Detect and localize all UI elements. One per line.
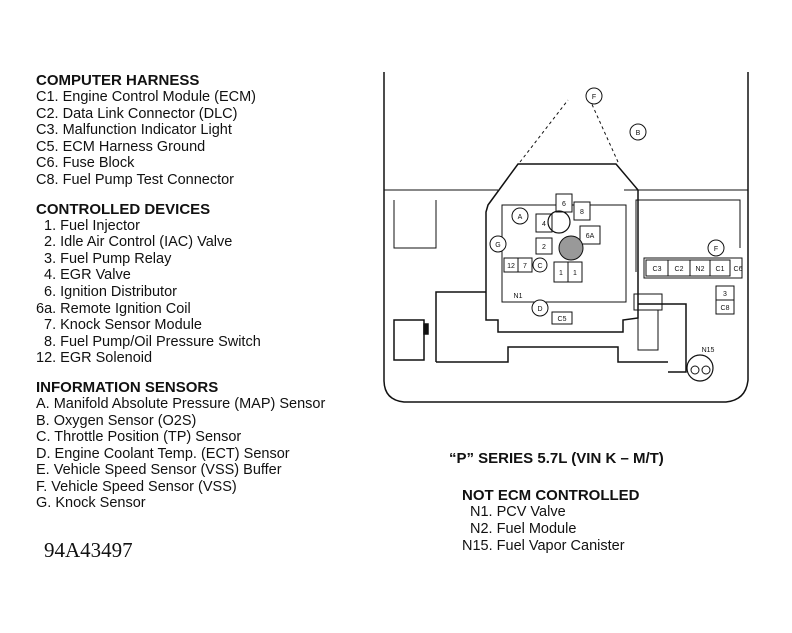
- label-6: 6: [562, 201, 566, 208]
- list-item: 7. Knock Sensor Module: [44, 317, 202, 334]
- list-item: G. Knock Sensor: [36, 495, 146, 512]
- label-8: 8: [580, 209, 584, 216]
- figure-id: 94A43497: [44, 538, 133, 562]
- label-2: 2: [542, 244, 546, 251]
- label-4: 4: [542, 221, 546, 228]
- list-item: 6. Ignition Distributor: [44, 283, 177, 300]
- list-item: 8. Fuel Pump/Oil Pressure Switch: [44, 333, 261, 350]
- label-C2: C2: [675, 266, 684, 273]
- list-item: C6. Fuse Block: [36, 155, 135, 172]
- marker-F-top: F: [592, 94, 596, 101]
- list-item: 4. EGR Valve: [44, 267, 131, 284]
- list-item: 6a. Remote Ignition Coil: [36, 300, 191, 317]
- ignition-distributor: [547, 210, 571, 234]
- label-1b: 1: [573, 270, 577, 277]
- fuse-block: [643, 257, 743, 279]
- list-item: D. Engine Coolant Temp. (ECT) Sensor: [36, 445, 290, 462]
- throttle-body: [558, 235, 584, 261]
- exhaust-pipe: [637, 309, 659, 351]
- marker-B: B: [636, 130, 641, 137]
- label-6a: 6A: [586, 233, 595, 240]
- label-N2: N2: [696, 266, 705, 273]
- not-ecm-list: N1. PCV Valve N2. Fuel Module N15. Fuel …: [462, 504, 640, 555]
- computer-harness-title: COMPUTER HARNESS: [36, 72, 200, 89]
- list-item: C3. Malfunction Indicator Light: [36, 122, 232, 139]
- label-7: 7: [523, 263, 527, 270]
- list-item: C2. Data Link Connector (DLC): [36, 105, 238, 122]
- inner-fender-right: [635, 199, 741, 272]
- information-sensors-title: INFORMATION SENSORS: [36, 378, 219, 396]
- not-ecm-controlled-legend: NOT ECM CONTROLLED N1. PCV Valve N2. Fue…: [462, 487, 640, 555]
- battery: [393, 319, 425, 361]
- list-item: E. Vehicle Speed Sensor (VSS) Buffer: [36, 462, 282, 479]
- not-ecm-title: NOT ECM CONTROLLED: [462, 487, 640, 504]
- controlled-devices-list: 1. Fuel Injector 2. Idle Air Control (IA…: [36, 218, 376, 367]
- list-item: N1. PCV Valve: [470, 504, 566, 520]
- label-N1: N1: [514, 293, 523, 300]
- inner-fender-left: [393, 200, 437, 249]
- list-item: B. Oxygen Sensor (O2S): [36, 412, 197, 429]
- label-1a: 1: [559, 270, 563, 277]
- label-C6: C6: [734, 266, 743, 273]
- component-legend: COMPUTER HARNESS C1. Engine Control Modu…: [36, 72, 376, 524]
- list-item: 2. Idle Air Control (IAC) Valve: [44, 234, 233, 251]
- controlled-devices-title: CONTROLLED DEVICES: [36, 200, 211, 218]
- list-item: 1. Fuel Injector: [44, 217, 140, 234]
- list-item: C. Throttle Position (TP) Sensor: [36, 429, 242, 446]
- label-C5: C5: [558, 316, 567, 323]
- label-C8: C8: [721, 305, 730, 312]
- label-C1: C1: [716, 266, 725, 273]
- marker-C: C: [537, 263, 542, 270]
- list-item: N2. Fuel Module: [470, 521, 577, 537]
- list-item: 3. Fuel Pump Relay: [44, 250, 172, 267]
- list-item: A. Manifold Absolute Pressure (MAP) Sens…: [36, 395, 326, 412]
- list-item: F. Vehicle Speed Sensor (VSS): [36, 478, 237, 495]
- list-item: C8. Fuel Pump Test Connector: [36, 171, 234, 188]
- label-3: 3: [723, 291, 727, 298]
- fuel-vapor-canister: [686, 354, 714, 382]
- marker-F-right: F: [714, 246, 718, 253]
- series-title: “P” SERIES 5.7L (VIN K – M/T): [449, 450, 664, 467]
- label-N15: N15: [702, 347, 715, 354]
- computer-harness-list: C1. Engine Control Module (ECM) C2. Data…: [36, 89, 376, 189]
- hood-sightline-left: [519, 99, 569, 163]
- marker-D: D: [537, 306, 542, 313]
- engine-compartment-diagram: F B A F G C D 4 6: [383, 72, 749, 403]
- engine-outline: [485, 163, 639, 333]
- list-item: C1. Engine Control Module (ECM): [36, 89, 257, 105]
- list-item: N15. Fuel Vapor Canister: [462, 538, 625, 554]
- marker-G: G: [495, 242, 500, 249]
- list-item: 12. EGR Solenoid: [36, 350, 153, 367]
- label-C3: C3: [653, 266, 662, 273]
- hood-sightline-right: [589, 99, 619, 163]
- marker-A: A: [518, 214, 523, 221]
- vehicle-body-outline: [383, 72, 749, 403]
- information-sensors-list: A. Manifold Absolute Pressure (MAP) Sens…: [36, 396, 376, 512]
- label-12: 12: [507, 263, 515, 270]
- list-item: C5. ECM Harness Ground: [36, 138, 206, 155]
